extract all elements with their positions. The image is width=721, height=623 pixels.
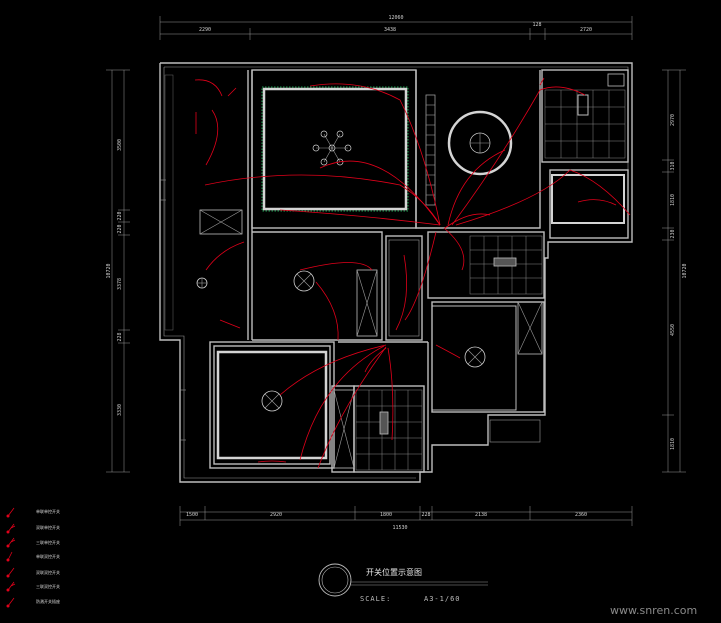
dim-bottom-seg-4: 228 [421,512,430,518]
dim-top-seg-1: 2290 [199,27,211,33]
watermark: www.snren.com [610,604,697,617]
legend-label: 双联单控开关 [36,524,60,530]
legend-label: 三联双控开关 [36,583,60,589]
scale-value: A3-1/60 [424,595,461,603]
dim-top-seg-2: 3438 [384,27,396,33]
wardrobe-fittings [199,209,543,469]
dim-top-total: 12060 [388,15,403,21]
legend-item-7: 防溅开关插座 [6,597,60,608]
dim-right-seg-5: 4550 [670,324,676,336]
legend-label: 单联双控开关 [36,553,60,559]
dimension-left: 10720 3500 220 220 3378 228 3330 [106,69,130,473]
dim-right-seg-6: 1810 [670,438,676,450]
switch-legend: 单联单控开关 双联单控开关 三联单控开关 单联双控开关 双联双控开关 三联双控开… [6,507,60,608]
dim-left-seg-2: 220 [117,211,123,220]
switch-wiring [194,77,631,469]
dim-bottom-total: 11530 [392,525,407,531]
dim-left-seg-4: 3378 [117,278,123,290]
dim-bottom-seg-2: 2920 [270,512,282,518]
dim-bottom-seg-6: 2360 [575,512,587,518]
dim-right-seg-4: 230 [670,229,676,238]
scale-label: SCALE: [360,595,391,603]
tile-grid-small-bath [469,235,543,295]
drawing-title: 开关位置示意图 [366,567,422,577]
dim-right-total: 10720 [682,263,688,278]
legend-item-2: 双联单控开关 [6,523,60,534]
walls [159,62,633,483]
bedroom-ceiling [216,350,328,460]
round-ceiling-lamp-icon [447,110,513,176]
tile-grid-bottom-bath [355,389,423,471]
dimension-right: 2970 310 1810 230 4550 1810 10720 [662,69,688,473]
dim-left-seg-1: 3500 [117,139,123,151]
legend-label: 三联单控开关 [36,539,60,545]
legend-item-1: 单联单控开关 [6,507,60,518]
dimension-bottom: 1500 2920 1800 228 2138 2360 11530 [179,506,633,531]
decorative-strip [425,94,436,206]
living-ceiling [261,86,409,212]
legend-label: 防溅开关插座 [36,598,60,604]
title-block: 开关位置示意图 SCALE: A3-1/60 [318,563,488,603]
dim-right-seg-2: 310 [670,161,676,170]
dimension-top: 12060 2290 3438 128 2720 [159,15,633,40]
legend-label: 双联双控开关 [36,569,60,575]
legend-item-4: 单联双控开关 [6,551,60,562]
dim-top-seg-4: 2720 [580,27,592,33]
dim-left-seg-3: 220 [117,224,123,233]
dim-left-seg-5: 228 [117,332,123,341]
tile-grid-top-right [544,73,626,159]
dim-top-seg-3: 128 [532,22,541,28]
room-insets [164,74,625,411]
dim-left-seg-6: 3330 [117,404,123,416]
dim-bottom-seg-1: 1500 [186,512,198,518]
dim-left-total: 10720 [106,263,112,278]
ceiling-lamp-icons [196,270,486,412]
snowflake-chandelier-icon [312,130,352,166]
legend-item-6: 三联双控开关 [6,581,60,592]
dim-bottom-seg-5: 2138 [475,512,487,518]
dim-right-seg-3: 1810 [670,194,676,206]
legend-item-5: 双联双控开关 [6,567,60,578]
legend-item-3: 三联单控开关 [6,537,60,548]
dim-right-seg-1: 2970 [670,114,676,126]
dim-bottom-seg-3: 1800 [380,512,392,518]
legend-label: 单联单控开关 [36,508,60,514]
